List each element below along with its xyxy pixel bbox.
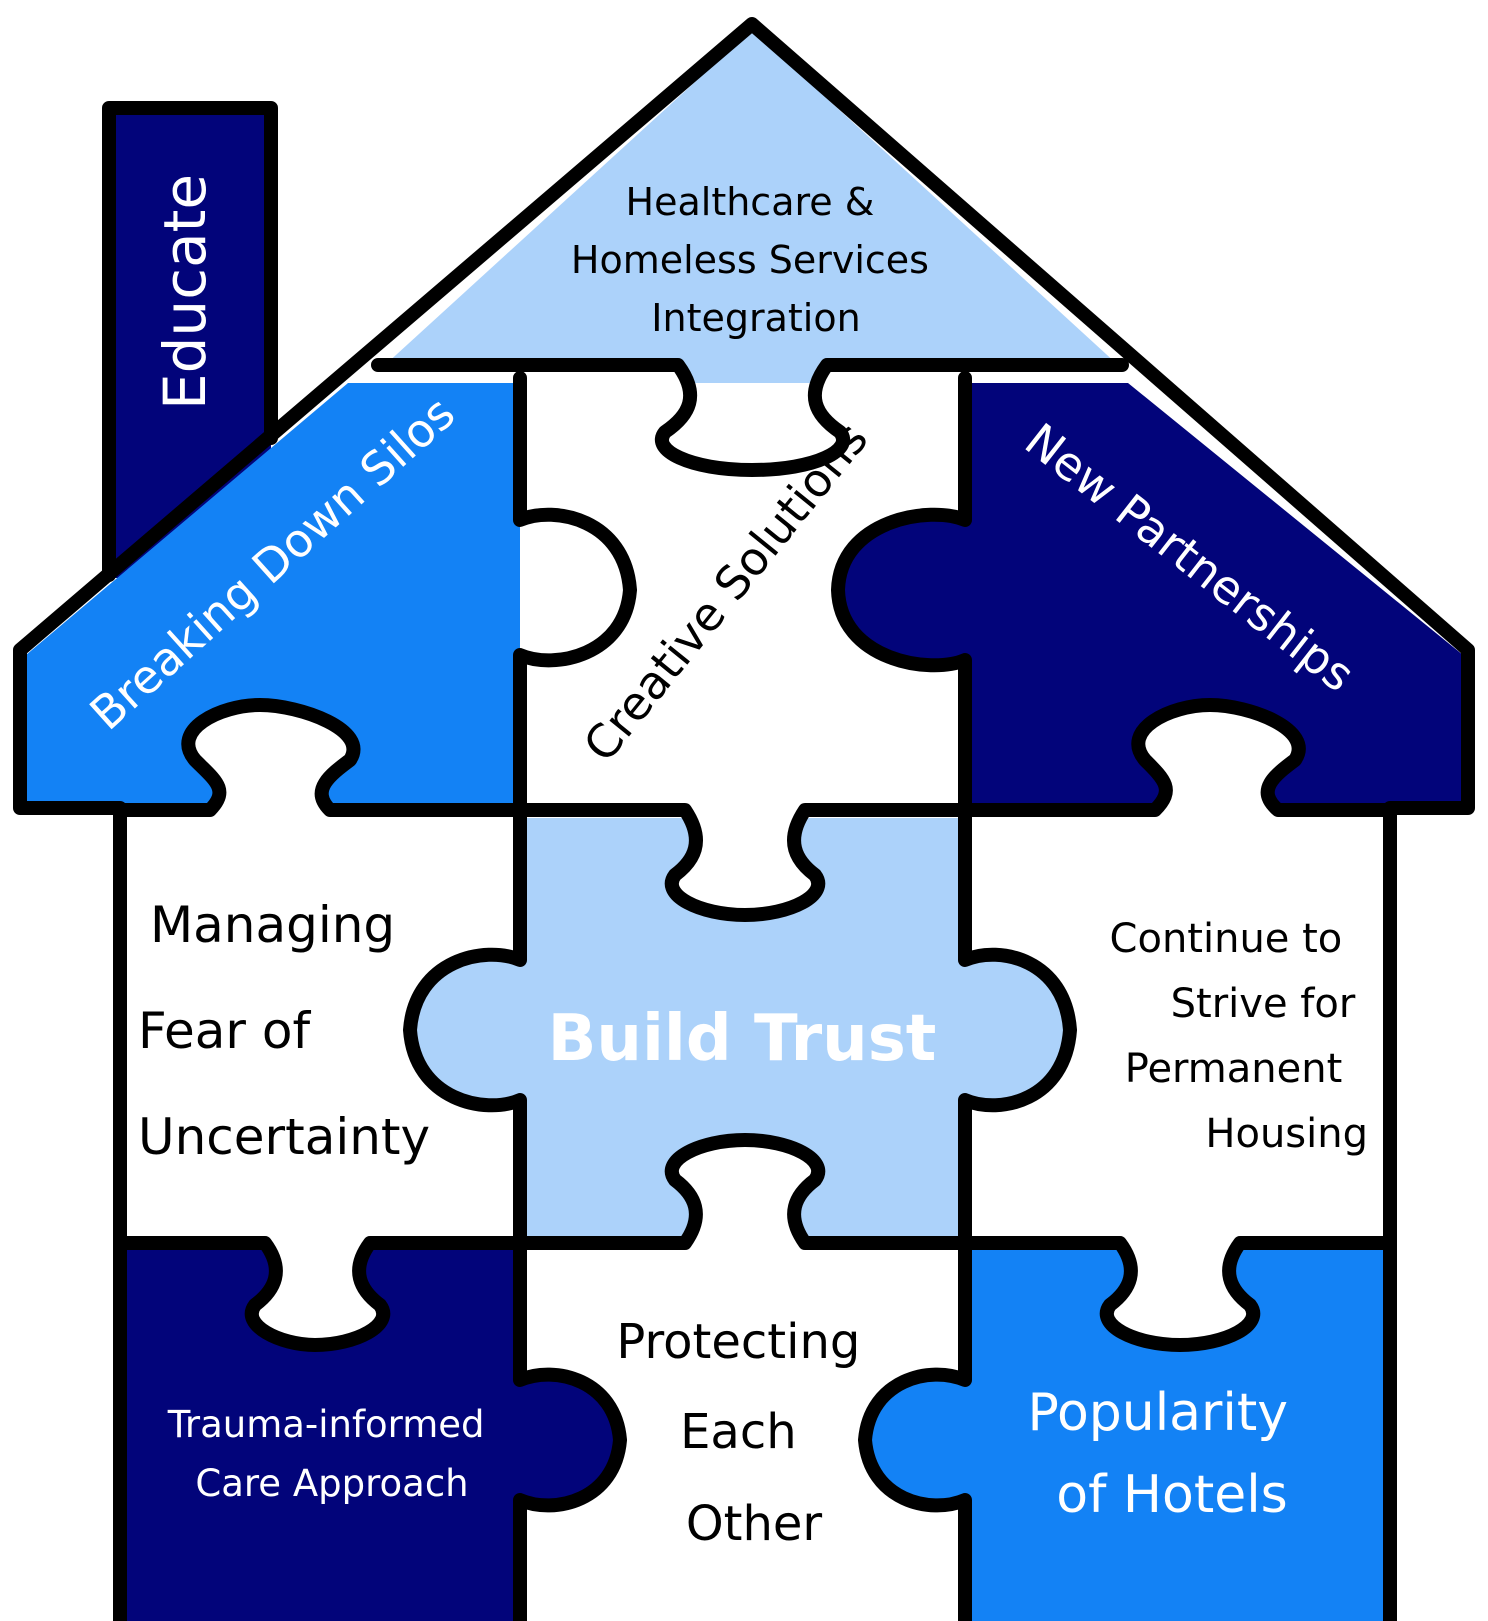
protecting-line-2: Each <box>680 1404 797 1460</box>
bottom-left-tab-into-center <box>520 1374 620 1506</box>
upper-floor-seam <box>113 698 1397 922</box>
managing-fear-line-1: Managing <box>150 896 395 954</box>
permanent-housing-line-3: Permanent <box>1125 1046 1343 1092</box>
roof-base-seam <box>371 358 1129 477</box>
roof-peak-line-2: Homeless Services <box>571 238 929 282</box>
roof-left-piece <box>26 383 630 808</box>
protecting-line-3: Other <box>686 1496 823 1552</box>
middle-center-top-knob <box>671 818 819 915</box>
roof-peak-line-1: Healthcare & <box>626 180 875 224</box>
permanent-housing-line-2: Strive for <box>1171 981 1356 1027</box>
middle-center-piece <box>410 818 1070 1238</box>
middle-center-bottom-knob <box>671 1140 819 1238</box>
bottom-left-knob <box>251 1248 384 1345</box>
bottom-right-knob <box>1106 1248 1254 1345</box>
roof-peak-label: Healthcare & Homeless Services Integrati… <box>571 180 941 340</box>
trauma-informed-line-1: Trauma-informed <box>167 1403 485 1446</box>
trauma-informed-line-2: Care Approach <box>195 1462 468 1505</box>
protecting-line-1: Protecting <box>616 1314 860 1370</box>
popularity-line-2: of Hotels <box>1056 1465 1288 1525</box>
right-vertical-seam <box>831 371 1077 1621</box>
build-trust-label: Build Trust <box>548 1002 937 1076</box>
managing-fear-line-2: Fear of <box>138 1002 311 1060</box>
educate-label: Educate <box>151 174 219 410</box>
trauma-informed-label: Trauma-informed Care Approach <box>167 1403 497 1505</box>
roof-right-piece <box>838 383 1463 808</box>
permanent-housing-label: Continue to Strive for Permanent Housing <box>1110 916 1368 1157</box>
roof-center-piece <box>520 383 965 808</box>
bottom-right-tab-into-center <box>865 1374 965 1506</box>
permanent-housing-line-1: Continue to <box>1110 916 1343 962</box>
roof-peak-line-3: Integration <box>651 296 860 340</box>
lower-floor-seam <box>113 1133 1397 1352</box>
permanent-housing-line-4: Housing <box>1205 1111 1368 1157</box>
managing-fear-line-3: Uncertainty <box>138 1108 430 1166</box>
chimney-outline <box>102 101 278 582</box>
managing-fear-label: Managing Fear of Uncertainty <box>138 896 430 1166</box>
popularity-line-1: Popularity <box>1027 1383 1288 1443</box>
popularity-hotels-label: Popularity of Hotels <box>1027 1383 1304 1525</box>
protecting-each-other-label: Protecting Each Other <box>616 1314 875 1552</box>
left-vertical-seam <box>403 371 637 1621</box>
